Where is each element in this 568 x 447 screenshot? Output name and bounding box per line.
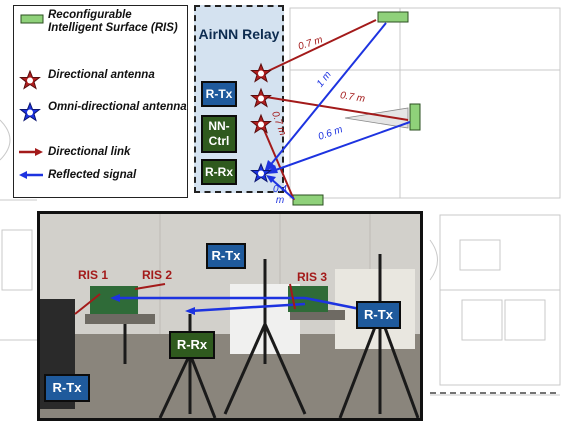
- photo-ris1-label: RIS 1: [78, 268, 109, 282]
- legend-reflected-signal-text: Reflected signal: [48, 169, 137, 181]
- photo-ris2-label: RIS 2: [142, 268, 173, 282]
- photo-tx-left-label: R-Tx: [44, 374, 90, 402]
- directional-antenna-3: [250, 113, 272, 134]
- directional-antenna-1: [250, 62, 272, 83]
- ris-bottom: [292, 194, 324, 206]
- relay-tx-label: R-Tx: [201, 81, 237, 107]
- legend-ris-text: Reconfigurable Intelligent Surface (RIS): [48, 9, 178, 34]
- relay-rx-label: R-Rx: [201, 159, 237, 185]
- ris-top: [377, 11, 409, 23]
- directional-link-icon: [19, 148, 43, 156]
- reflected-signal-right: [269, 121, 411, 173]
- legend: Reconfigurable Intelligent Surface (RIS)…: [13, 5, 188, 198]
- link-diagram: [250, 11, 421, 206]
- reflected-arrowhead-top: [264, 160, 275, 173]
- ris-legend-icon: [20, 14, 44, 24]
- beam-cone: [344, 107, 409, 129]
- omni-antenna-icon: [19, 102, 41, 122]
- directional-link-top: [265, 19, 377, 73]
- photo-rx-label: R-Rx: [169, 331, 215, 359]
- legend-omni-antenna-text: Omni-directional antenna: [48, 101, 187, 113]
- reflected-arrowhead-bottom: [266, 175, 276, 183]
- omni-antenna: [250, 162, 272, 183]
- photo-scene: [40, 214, 420, 418]
- directional-link-bottom: [261, 124, 295, 201]
- reflected-signal-icon: [19, 171, 43, 179]
- photo-ris3-label: RIS 3: [297, 270, 328, 284]
- photo-tx-right-label: R-Tx: [356, 301, 401, 329]
- ris-right: [409, 103, 421, 131]
- photo-tx-top-label: R-Tx: [206, 243, 246, 269]
- relay-title: AirNN Relay: [198, 26, 280, 42]
- reflected-signal-top: [267, 22, 387, 169]
- legend-directional-link-text: Directional link: [48, 146, 131, 158]
- reflected-signal-bottom: [269, 177, 295, 200]
- directional-antenna-2: [250, 87, 272, 108]
- directional-antenna-icon: [19, 70, 41, 90]
- directional-link-right: [265, 96, 409, 121]
- relay-ctrl-label: NN-Ctrl: [201, 115, 237, 153]
- distance-label-6: 0.4 m: [273, 184, 287, 206]
- experiment-photo: RIS 1 RIS 2 RIS 3 R-Tx R-Tx R-Tx R-Rx: [37, 211, 423, 421]
- legend-directional-antenna-text: Directional antenna: [48, 69, 155, 81]
